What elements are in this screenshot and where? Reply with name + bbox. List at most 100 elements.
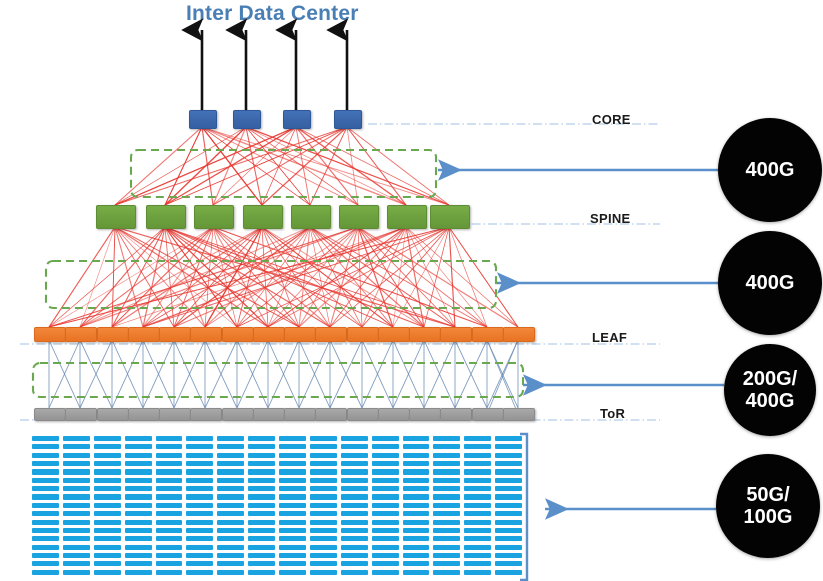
server-unit[interactable] xyxy=(62,511,90,517)
server-unit[interactable] xyxy=(155,436,183,442)
server-unit[interactable] xyxy=(371,452,399,458)
leaf-node-12[interactable] xyxy=(378,327,410,342)
server-unit[interactable] xyxy=(495,494,522,500)
server-unit[interactable] xyxy=(93,436,121,442)
server-unit[interactable] xyxy=(248,494,275,500)
core-node-4[interactable] xyxy=(334,110,362,129)
server-unit[interactable] xyxy=(248,461,275,467)
server-unit[interactable] xyxy=(340,469,368,475)
server-unit[interactable] xyxy=(186,477,214,483)
server-unit[interactable] xyxy=(93,452,121,458)
server-unit[interactable] xyxy=(371,444,399,450)
server-unit[interactable] xyxy=(340,569,368,575)
server-unit[interactable] xyxy=(309,486,337,492)
server-unit[interactable] xyxy=(402,494,430,500)
server-unit[interactable] xyxy=(62,452,90,458)
server-unit[interactable] xyxy=(186,436,214,442)
server-unit[interactable] xyxy=(279,436,306,442)
server-unit[interactable] xyxy=(464,569,492,575)
server-unit[interactable] xyxy=(217,536,245,542)
server-unit[interactable] xyxy=(495,486,522,492)
server-unit[interactable] xyxy=(402,461,430,467)
server-unit[interactable] xyxy=(309,569,337,575)
core-node-2[interactable] xyxy=(233,110,261,129)
server-unit[interactable] xyxy=(340,477,368,483)
tor-node-3[interactable] xyxy=(97,408,129,421)
server-unit[interactable] xyxy=(124,486,152,492)
server-unit[interactable] xyxy=(309,519,337,525)
server-unit[interactable] xyxy=(155,502,183,508)
server-unit[interactable] xyxy=(340,436,368,442)
server-unit[interactable] xyxy=(124,444,152,450)
server-unit[interactable] xyxy=(340,519,368,525)
server-unit[interactable] xyxy=(186,486,214,492)
server-unit[interactable] xyxy=(433,477,461,483)
server-unit[interactable] xyxy=(495,477,522,483)
server-unit[interactable] xyxy=(93,502,121,508)
leaf-node-15[interactable] xyxy=(472,327,504,342)
server-unit[interactable] xyxy=(371,561,399,567)
server-unit[interactable] xyxy=(402,486,430,492)
server-unit[interactable] xyxy=(402,436,430,442)
leaf-node-13[interactable] xyxy=(409,327,441,342)
spine-node-7[interactable] xyxy=(387,205,427,229)
server-unit[interactable] xyxy=(248,436,275,442)
server-unit[interactable] xyxy=(32,436,59,442)
server-unit[interactable] xyxy=(402,469,430,475)
server-unit[interactable] xyxy=(62,444,90,450)
server-unit[interactable] xyxy=(309,561,337,567)
server-unit[interactable] xyxy=(155,444,183,450)
server-unit[interactable] xyxy=(124,477,152,483)
server-unit[interactable] xyxy=(186,527,214,534)
server-unit[interactable] xyxy=(340,461,368,467)
tor-node-1[interactable] xyxy=(34,408,66,421)
server-unit[interactable] xyxy=(309,452,337,458)
server-unit[interactable] xyxy=(155,494,183,500)
tor-node-9[interactable] xyxy=(284,408,316,421)
server-unit[interactable] xyxy=(124,452,152,458)
server-unit[interactable] xyxy=(433,494,461,500)
server-unit[interactable] xyxy=(248,519,275,525)
spine-node-2[interactable] xyxy=(146,205,186,229)
server-unit[interactable] xyxy=(433,444,461,450)
tor-node-16[interactable] xyxy=(503,408,535,421)
server-unit[interactable] xyxy=(186,469,214,475)
server-unit[interactable] xyxy=(402,444,430,450)
tor-node-14[interactable] xyxy=(440,408,472,421)
server-unit[interactable] xyxy=(402,519,430,525)
tor-node-11[interactable] xyxy=(347,408,379,421)
server-unit[interactable] xyxy=(32,461,59,467)
server-unit[interactable] xyxy=(371,519,399,525)
server-unit[interactable] xyxy=(124,561,152,567)
server-unit[interactable] xyxy=(32,511,59,517)
server-unit[interactable] xyxy=(124,536,152,542)
server-unit[interactable] xyxy=(248,502,275,508)
server-unit[interactable] xyxy=(433,486,461,492)
server-unit[interactable] xyxy=(495,561,522,567)
core-node-3[interactable] xyxy=(283,110,311,129)
server-unit[interactable] xyxy=(62,502,90,508)
server-unit[interactable] xyxy=(248,469,275,475)
server-unit[interactable] xyxy=(186,519,214,525)
server-unit[interactable] xyxy=(217,502,245,508)
server-unit[interactable] xyxy=(279,461,306,467)
server-unit[interactable] xyxy=(93,536,121,542)
server-unit[interactable] xyxy=(495,544,522,550)
server-unit[interactable] xyxy=(32,536,59,542)
server-unit[interactable] xyxy=(340,544,368,550)
server-unit[interactable] xyxy=(32,569,59,575)
server-unit[interactable] xyxy=(279,536,306,542)
server-unit[interactable] xyxy=(495,502,522,508)
server-unit[interactable] xyxy=(62,477,90,483)
server-unit[interactable] xyxy=(124,511,152,517)
server-unit[interactable] xyxy=(309,544,337,550)
server-unit[interactable] xyxy=(124,552,152,559)
server-unit[interactable] xyxy=(433,502,461,508)
server-unit[interactable] xyxy=(186,561,214,567)
server-unit[interactable] xyxy=(495,527,522,534)
server-unit[interactable] xyxy=(248,477,275,483)
server-unit[interactable] xyxy=(93,569,121,575)
spine-node-1[interactable] xyxy=(96,205,136,229)
server-unit[interactable] xyxy=(93,544,121,550)
server-unit[interactable] xyxy=(279,552,306,559)
